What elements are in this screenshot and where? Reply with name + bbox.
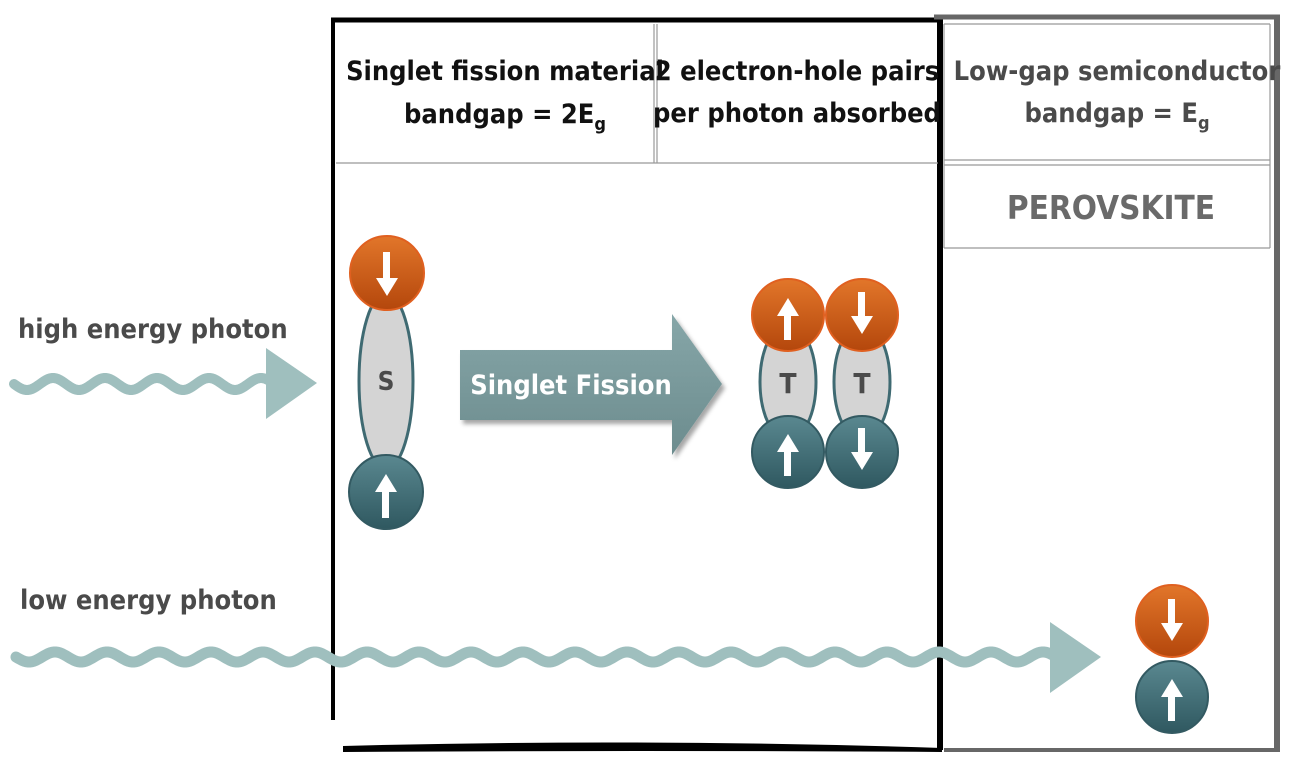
sf-material-bandgap: bandgap = 2Eg xyxy=(404,99,606,135)
spin-down-arrow-icon xyxy=(376,252,398,296)
perovskite-electron-hole-pair xyxy=(1135,584,1209,734)
perovskite-label: PEROVSKITE xyxy=(1007,188,1215,227)
low-energy-photon-wave xyxy=(10,622,1101,693)
pairs-subtitle: per photon absorbed xyxy=(653,98,941,129)
singlet-label: S xyxy=(378,367,395,397)
pairs-title: 2 electron-hole pairs xyxy=(655,56,939,87)
perovskite-panel xyxy=(934,14,1280,752)
high-energy-photon-wave xyxy=(9,348,317,419)
singlet-fission-arrow xyxy=(460,314,722,455)
triplet-label-1: T xyxy=(779,367,797,400)
spin-up-arrow-icon xyxy=(1161,679,1183,721)
high-energy-photon-label: high energy photon xyxy=(18,314,288,345)
triplet-label-2: T xyxy=(853,367,871,400)
singlet-fission-arrow-label: Singlet Fission xyxy=(470,370,672,401)
singlet-fission-panel xyxy=(331,17,943,752)
sf-material-title: Singlet fission material xyxy=(346,56,664,87)
spin-down-arrow-icon xyxy=(851,292,873,334)
spin-up-arrow-icon xyxy=(777,298,799,340)
triplet-exciton-2: T xyxy=(825,278,899,489)
spin-up-arrow-icon xyxy=(777,434,799,476)
spin-down-arrow-icon xyxy=(1161,599,1183,641)
triplet-exciton-1: T xyxy=(751,278,825,489)
low-energy-photon-label: low energy photon xyxy=(20,585,277,616)
singlet-exciton: S xyxy=(348,235,425,530)
spin-up-arrow-icon xyxy=(375,474,397,518)
semiconductor-bandgap: bandgap = Eg xyxy=(1024,98,1209,134)
spin-down-arrow-icon xyxy=(851,428,873,470)
semiconductor-title: Low-gap semiconductor xyxy=(954,56,1281,87)
